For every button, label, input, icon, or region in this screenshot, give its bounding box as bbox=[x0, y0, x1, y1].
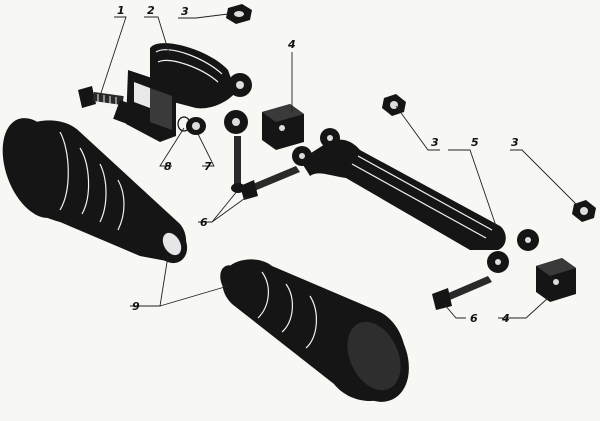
pin-part-6-lower bbox=[432, 276, 492, 310]
callout-4-upper: 4 bbox=[287, 38, 296, 51]
pin-part-6-vertical bbox=[231, 136, 245, 193]
tie-rod-part-5 bbox=[292, 128, 539, 273]
pin-part-6-diagonal bbox=[240, 166, 300, 200]
bellows-boot-part-9-left bbox=[2, 118, 188, 264]
callout-9: 9 bbox=[132, 300, 140, 313]
callout-1: 1 bbox=[117, 4, 125, 17]
washer-part-8 bbox=[177, 116, 191, 132]
callout-4-lower: 4 bbox=[501, 312, 510, 325]
callout-6-right: 6 bbox=[470, 312, 478, 325]
nut-part-3-middle bbox=[382, 94, 406, 116]
callout-6-left: 6 bbox=[200, 216, 208, 229]
callout-3-right: 3 bbox=[511, 136, 519, 149]
block-part-4-lower bbox=[536, 258, 576, 302]
leader-lines bbox=[99, 13, 581, 319]
housing-part-2 bbox=[113, 43, 252, 142]
bellows-boot-part-9-right bbox=[220, 259, 409, 402]
callout-3-middle: 3 bbox=[431, 136, 439, 149]
callout-7: 7 bbox=[204, 160, 212, 173]
washer-part-7 bbox=[186, 117, 206, 135]
callout-labels: 1 2 3 4 3 5 3 8 7 6 9 6 4 bbox=[117, 4, 519, 325]
block-part-4-upper bbox=[262, 104, 304, 150]
callout-2: 2 bbox=[147, 4, 155, 17]
callout-5: 5 bbox=[471, 136, 479, 149]
callout-8: 8 bbox=[164, 160, 172, 173]
callout-3-top: 3 bbox=[181, 5, 189, 18]
nut-part-3-top bbox=[226, 4, 252, 24]
bolt-part-1 bbox=[78, 86, 124, 108]
